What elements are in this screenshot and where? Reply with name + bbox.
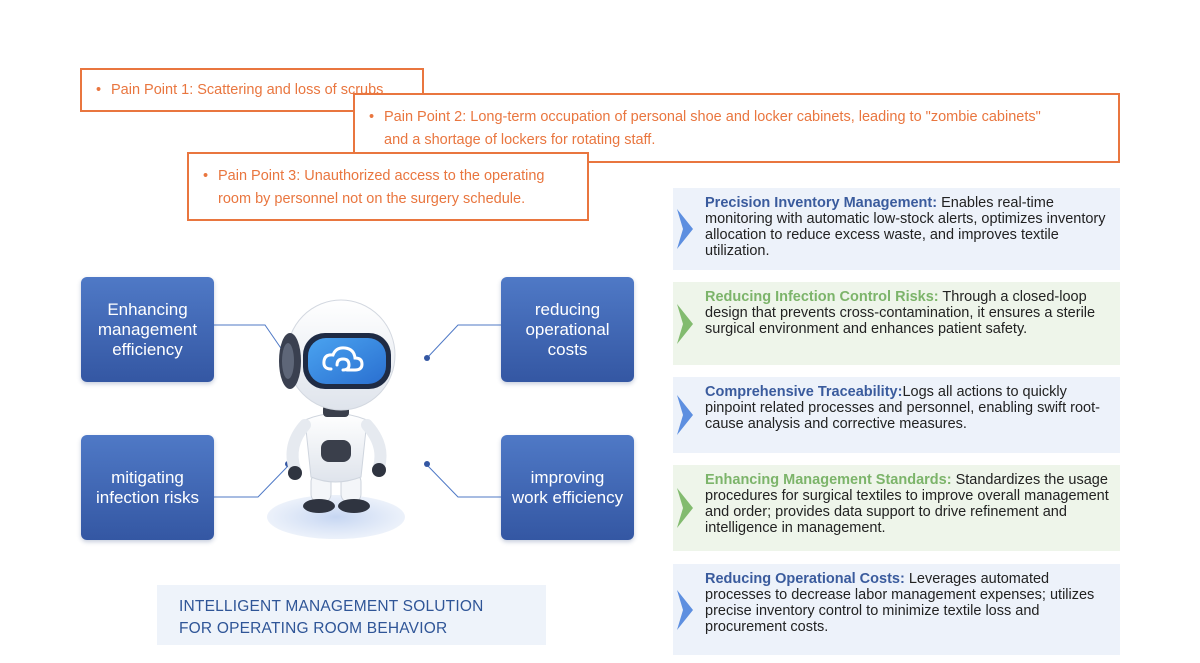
connector-dot [424, 461, 430, 467]
cloud-logo-icon [322, 346, 364, 372]
benefit-line: infection risks [96, 487, 199, 507]
chevron-arrow-icon [677, 589, 693, 630]
solution-title-line-2: FOR OPERATING ROOM BEHAVIOR [179, 620, 448, 637]
feature-title: Reducing Operational Costs: [705, 571, 905, 587]
feature-body: Standardizes the usage procedures for su… [705, 472, 1109, 536]
solution-title-line-1: INTELLIGENT MANAGEMENT SOLUTION [179, 598, 484, 615]
connector-work [426, 464, 501, 498]
benefit-line: reducing [534, 299, 601, 319]
benefit-line: work efficiency [511, 487, 624, 507]
pain-point-3: • Pain Point 3: Unauthorized access to t… [187, 152, 589, 221]
pain-point-text-line-2: room by personnel not on the surgery sch… [218, 191, 526, 207]
feature-management-standards: Enhancing Management Standards: Standard… [673, 465, 1120, 551]
benefit-line: costs [547, 339, 588, 359]
feature-title: Enhancing Management Standards: [705, 472, 952, 488]
pain-point-1: • Pain Point 1: Scattering and loss of s… [80, 68, 424, 112]
feature-traceability: Comprehensive Traceability:Logs all acti… [673, 377, 1120, 453]
benefit-line: improving [530, 467, 605, 487]
feature-precision-inventory: Precision Inventory Management: Enables … [673, 188, 1120, 270]
benefit-line: operational [525, 319, 610, 339]
solution-title: INTELLIGENT MANAGEMENT SOLUTION FOR OPER… [157, 585, 546, 645]
feature-title: Comprehensive Traceability: [705, 384, 903, 400]
feature-title: Reducing Infection Control Risks: [705, 289, 939, 305]
benefit-enhancing-management-efficiency: Enhancing management efficiency [81, 277, 214, 382]
connector-costs [426, 324, 501, 359]
benefit-line: efficiency [112, 339, 183, 359]
chevron-arrow-icon [677, 395, 693, 435]
benefit-line: Enhancing [107, 299, 188, 319]
bullet: • [96, 82, 102, 98]
chevron-arrow-icon [677, 303, 693, 344]
robot-mascot-icon [267, 299, 405, 539]
benefit-improving-work-efficiency: improving work efficiency [501, 435, 634, 540]
chevron-arrow-icon [677, 488, 693, 528]
feature-title: Precision Inventory Management: [705, 195, 938, 211]
feature-body: Enables real-time monitoring with automa… [705, 195, 1106, 259]
feature-infection-control: Reducing Infection Control Risks: Throug… [673, 282, 1120, 365]
pain-point-text-line-2: and a shortage of lockers for rotating s… [384, 132, 656, 148]
feature-body: Leverages automated processes to decreas… [705, 571, 1095, 635]
bullet: • [203, 168, 209, 184]
pain-point-text-line-1: Pain Point 2: Long-term occupation of pe… [384, 109, 1041, 125]
chevron-arrow-icon [677, 209, 693, 249]
benefit-mitigating-infection-risks: mitigating infection risks [81, 435, 214, 540]
pain-point-text: Pain Point 1: Scattering and loss of scr… [111, 82, 384, 98]
connector-dot [424, 355, 430, 361]
pain-point-2: • Pain Point 2: Long-term occupation of … [353, 93, 1120, 163]
feature-operational-costs: Reducing Operational Costs: Leverages au… [673, 564, 1120, 655]
feature-body: Logs all actions to quickly pinpoint rel… [705, 384, 1100, 432]
benefit-line: management [97, 319, 198, 339]
benefit-reducing-operational-costs: reducing operational costs [501, 277, 634, 382]
feature-body: Through a closed-loop design that preven… [705, 289, 1096, 337]
benefit-line: mitigating [111, 467, 184, 487]
bullet: • [369, 109, 375, 125]
pain-point-text-line-1: Pain Point 3: Unauthorized access to the… [218, 168, 545, 184]
